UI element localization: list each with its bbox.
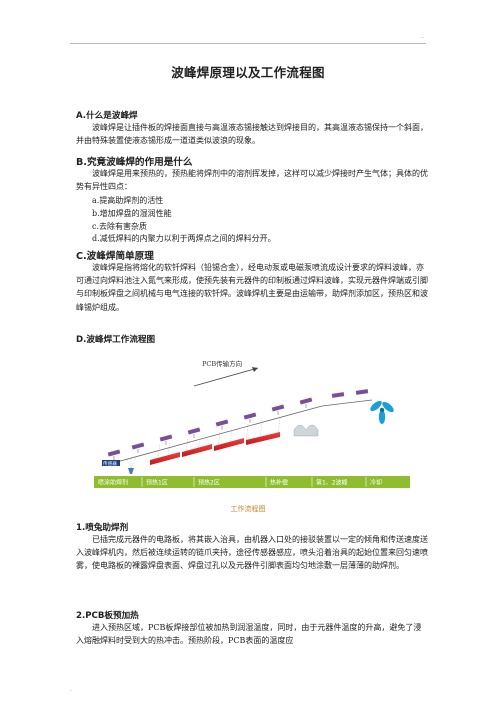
stage-bar: 喷涂助焊剂 预热1区 预热2区 热补偿 第1、2波峰 冷却 (94, 476, 410, 488)
pcb-board (187, 427, 201, 435)
stage-label: 第1、2波峰 (316, 479, 348, 487)
heater-block (150, 452, 180, 465)
list-item: d.减低焊料的内聚力以利于两焊点之间的焊料分开。 (92, 234, 276, 244)
section-b-heading: B.究竟波峰焊的作用是什么 (76, 157, 193, 168)
list-item: c.去除有害杂质 (92, 221, 148, 231)
pcb-board (331, 392, 345, 398)
pcb-board (243, 412, 257, 420)
heater-block (246, 432, 280, 445)
sensor-label: 传感器 (103, 460, 117, 467)
section-d-heading: D.波峰焊工作流程图 (76, 335, 156, 345)
arrow-head-icon (252, 367, 258, 372)
pcb-board (159, 434, 173, 442)
sensor-block (102, 460, 120, 466)
solder-wave-icon (293, 424, 319, 437)
section-c-heading: C.波峰焊简单原理 (76, 251, 154, 262)
direction-arrow (193, 367, 259, 387)
conveyor-rail (101, 405, 323, 467)
pcb-board (215, 419, 229, 427)
stage-label: 冷却 (370, 479, 382, 487)
cooling-fan-icon (370, 400, 394, 424)
section-a-body: 波峰焊是让插件板的焊接面直接与高温液态锡接触达到焊接目的，其高温液态锡保持一个斜… (76, 123, 428, 146)
heater-block (182, 444, 212, 457)
heater-block (214, 438, 244, 451)
section-a-heading: A.什么是波峰焊 (76, 111, 138, 121)
component-leads (113, 404, 307, 460)
section-c-body: 波峰焊是指将熔化的软钎焊料（铅锡合金），经电动泵或电磁泵喷流成设计要求的焊料波峰… (76, 263, 428, 312)
pcb-board (107, 449, 121, 457)
step-1-body: 已插完成元器件的电路板，将其嵌入治具，由机器入口处的接驳装置以一定的倾角和传送速… (76, 535, 428, 571)
arrow-label: PCB传输方向 (202, 359, 242, 368)
pcb-boards (107, 389, 369, 457)
stage-label: 预热2区 (198, 479, 220, 487)
pcb-board (131, 442, 145, 450)
stage-label: 热补偿 (270, 479, 288, 487)
list-item: a.提高助焊剂的活性 (92, 196, 164, 205)
step-2-body: 进入预热区域，PCB板焊接部位被加热到润湿温度，同时，由于元器件温度的升高，避免… (76, 623, 422, 646)
diagram-caption: 工作流程图 (230, 505, 266, 513)
step-1-heading: 1.喷兔助焊剂 (76, 523, 129, 533)
stage-label: 喷涂助焊剂 (98, 479, 128, 487)
stage-label: 预热1区 (146, 479, 168, 487)
section-b-body: 波峰焊是用来预热的，预热能将焊剂中的溶剂挥发掉，这样可以减少焊接时产生气体；具体… (76, 169, 428, 192)
stage-bar-bg (94, 476, 410, 488)
flux-spray (125, 456, 137, 469)
wave-soldering-flow-diagram: PCB传输方向 传感器 (94, 359, 410, 488)
pcb-board (299, 397, 313, 405)
section-b-list: a.提高助焊剂的活性 b.增加焊盘的湿润性能 c.去除有害杂质 d.减低焊料的内… (92, 195, 276, 246)
page-title: 波峰焊原理以及工作流程图 (171, 65, 325, 80)
footer-mark: . (70, 686, 72, 693)
list-item: b.增加焊盘的湿润性能 (92, 208, 172, 218)
pcb-board (271, 404, 285, 412)
spray-nozzle-icon (128, 468, 134, 474)
header-rule (70, 43, 426, 44)
conveyor-rail-exit (321, 399, 373, 407)
pcb-board (355, 389, 369, 395)
step-2-heading: 2.PCB板预加热 (76, 611, 139, 621)
heaters (150, 432, 280, 465)
header-mark: .. (420, 33, 424, 40)
